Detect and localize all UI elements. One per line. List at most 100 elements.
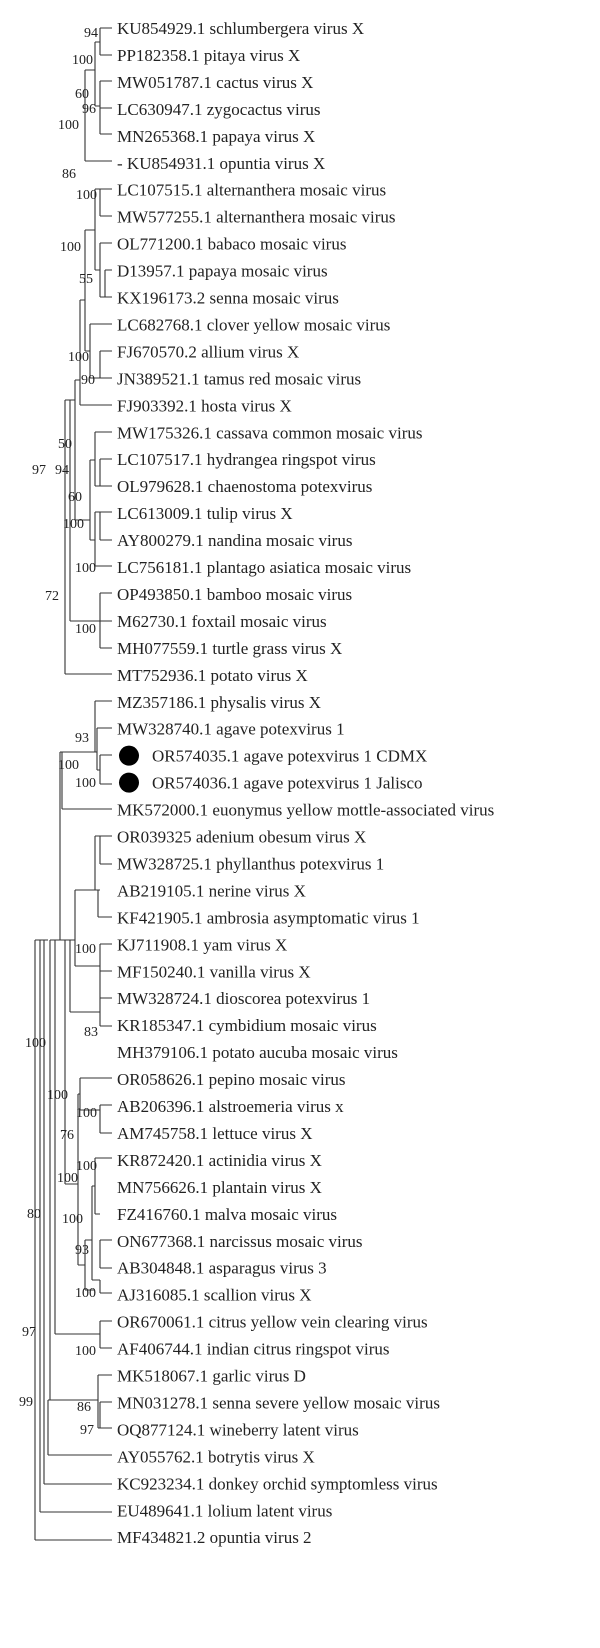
taxon-label-6: LC107515.1 alternanthera mosaic virus	[117, 181, 386, 200]
bootstrap-value-14: 60	[68, 490, 82, 505]
taxon-label-3: LC630947.1 zygocactus virus	[117, 100, 321, 119]
taxon-label-56: MF434821.2 opuntia virus 2	[117, 1528, 312, 1547]
taxon-label-22: M62730.1 foxtail mosaic virus	[117, 612, 327, 631]
taxon-label-43: MN756626.1 plantain virus X	[117, 1178, 322, 1197]
taxon-label-52: OQ877124.1 wineberry latent virus	[117, 1420, 359, 1439]
taxon-label-35: MF150240.1 vanilla virus X	[117, 962, 311, 981]
bootstrap-value-10: 90	[81, 373, 95, 388]
taxon-label-18: LC613009.1 tulip virus X	[117, 504, 293, 523]
taxon-label-19: AY800279.1 nandina mosaic virus	[117, 531, 352, 550]
bootstrap-value-19: 93	[75, 731, 89, 746]
taxon-label-21: OP493850.1 bamboo mosaic virus	[117, 585, 352, 604]
taxon-label-15: MW175326.1 cassava common mosaic virus	[117, 423, 422, 442]
taxon-label-11: LC682768.1 clover yellow mosaic virus	[117, 315, 390, 334]
taxon-label-54: KC923234.1 donkey orchid symptomless vir…	[117, 1474, 438, 1493]
taxon-label-37: KR185347.1 cymbidium mosaic virus	[117, 1016, 377, 1035]
taxon-label-29: MK572000.1 euonymus yellow mottle-associ…	[117, 801, 494, 820]
highlight-marker-27	[119, 745, 139, 766]
taxon-label-23: MH077559.1 turtle grass virus X	[117, 639, 342, 658]
taxon-label-7: MW577255.1 alternanthera mosaic virus	[117, 208, 396, 227]
bootstrap-value-9: 100	[68, 350, 89, 365]
bootstrap-value-33: 80	[27, 1207, 41, 1222]
bootstrap-value-15: 100	[63, 517, 84, 532]
taxon-label-45: ON677368.1 narcissus mosaic virus	[117, 1232, 363, 1251]
taxon-label-46: AB304848.1 asparagus virus 3	[117, 1259, 327, 1278]
bootstrap-value-8: 55	[79, 272, 93, 287]
taxon-label-41: AM745758.1 lettuce virus X	[117, 1124, 312, 1143]
taxon-label-26: MW328740.1 agave potexvirus 1	[117, 720, 345, 739]
taxon-label-39: OR058626.1 pepino mosaic virus	[117, 1070, 346, 1089]
taxon-label-10: KX196173.2 senna mosaic virus	[117, 289, 339, 308]
bootstrap-value-24: 100	[47, 1088, 68, 1103]
bootstrap-value-26: 76	[60, 1128, 74, 1143]
bootstrap-value-28: 100	[76, 1159, 97, 1174]
taxon-label-31: MW328725.1 phyllanthus potexvirus 1	[117, 854, 384, 873]
bootstrap-value-7: 100	[60, 240, 81, 255]
bootstrap-value-38: 100	[25, 1036, 46, 1051]
bootstrap-value-29: 100	[62, 1212, 83, 1227]
bootstrap-value-3: 96	[82, 102, 96, 117]
tree-branches	[34, 27, 112, 1541]
taxon-label-4: MN265368.1 papaya virus X	[117, 127, 315, 146]
taxon-label-17: OL979628.1 chaenostoma potexvirus	[117, 477, 372, 496]
taxon-label-16: LC107517.1 hydrangea ringspot virus	[117, 450, 376, 469]
highlight-marker-28	[119, 772, 139, 793]
bootstrap-value-11: 50	[58, 437, 72, 452]
taxon-label-40: AB206396.1 alstroemeria virus x	[117, 1097, 344, 1116]
bootstrap-value-0: 94	[84, 26, 98, 41]
bootstrap-value-4: 100	[58, 118, 79, 133]
taxon-label-36: MW328724.1 dioscorea potexvirus 1	[117, 989, 370, 1008]
taxon-label-25: MZ357186.1 physalis virus X	[117, 693, 321, 712]
taxon-label-5: - KU854931.1 opuntia virus X	[117, 154, 325, 173]
bootstrap-value-37: 99	[19, 1395, 33, 1410]
taxon-label-13: JN389521.1 tamus red mosaic virus	[117, 369, 361, 388]
taxon-label-24: MT752936.1 potato virus X	[117, 666, 308, 685]
bootstrap-value-22: 100	[75, 942, 96, 957]
taxon-label-32: AB219105.1 nerine virus X	[117, 881, 306, 900]
bootstrap-value-31: 100	[75, 1286, 96, 1301]
bootstrap-value-34: 97	[22, 1325, 36, 1340]
bootstrap-value-36: 97	[80, 1423, 94, 1438]
taxon-label-50: MK518067.1 garlic virus D	[117, 1367, 306, 1386]
taxon-label-38: MH379106.1 potato aucuba mosaic virus	[117, 1043, 398, 1062]
taxon-label-12: FJ670570.2 allium virus X	[117, 342, 299, 361]
taxon-label-0: KU854929.1 schlumbergera virus X	[117, 19, 364, 38]
taxon-label-53: AY055762.1 botrytis virus X	[117, 1447, 315, 1466]
bootstrap-value-16: 100	[75, 561, 96, 576]
bootstrap-value-1: 100	[72, 53, 93, 68]
taxon-label-51: MN031278.1 senna severe yellow mosaic vi…	[117, 1393, 440, 1412]
taxon-label-27: OR574035.1 agave potexvirus 1 CDMX	[152, 747, 427, 766]
bootstrap-value-30: 93	[75, 1243, 89, 1258]
taxon-label-28: OR574036.1 agave potexvirus 1 Jalisco	[152, 774, 423, 793]
taxon-label-49: AF406744.1 indian citrus ringspot virus	[117, 1340, 389, 1359]
bootstrap-value-23: 83	[84, 1025, 98, 1040]
bootstrap-value-5: 86	[62, 167, 76, 182]
tree-branch-lines	[34, 27, 112, 1541]
taxon-label-44: FZ416760.1 malva mosaic virus	[117, 1205, 337, 1224]
bootstrap-value-2: 60	[75, 87, 89, 102]
taxon-label-20: LC756181.1 plantago asiatica mosaic viru…	[117, 558, 411, 577]
bootstrap-value-12: 97	[32, 463, 46, 478]
taxon-label-48: OR670061.1 citrus yellow vein clearing v…	[117, 1313, 428, 1332]
bootstrap-value-35: 86	[77, 1400, 91, 1415]
taxon-label-34: KJ711908.1 yam virus X	[117, 935, 287, 954]
taxon-label-14: FJ903392.1 hosta virus X	[117, 396, 292, 415]
bootstrap-value-6: 100	[76, 188, 97, 203]
bootstrap-value-18: 100	[75, 622, 96, 637]
bootstrap-value-27: 100	[57, 1171, 78, 1186]
taxon-label-33: KF421905.1 ambrosia asymptomatic virus 1	[117, 908, 420, 927]
taxon-label-55: EU489641.1 lolium latent virus	[117, 1501, 332, 1520]
bootstrap-value-21: 100	[75, 776, 96, 791]
bootstrap-value-13: 94	[55, 463, 69, 478]
taxon-label-9: D13957.1 papaya mosaic virus	[117, 262, 328, 281]
taxon-label-2: MW051787.1 cactus virus X	[117, 73, 313, 92]
taxon-labels: KU854929.1 schlumbergera virus XPP182358…	[117, 19, 494, 1547]
bootstrap-value-17: 72	[45, 589, 59, 604]
bootstrap-value-20: 100	[58, 758, 79, 773]
bootstrap-value-32: 100	[75, 1344, 96, 1359]
taxon-label-30: OR039325 adenium obesum virus X	[117, 828, 366, 847]
taxon-label-8: OL771200.1 babaco mosaic virus	[117, 235, 346, 254]
bootstrap-value-25: 100	[76, 1106, 97, 1121]
